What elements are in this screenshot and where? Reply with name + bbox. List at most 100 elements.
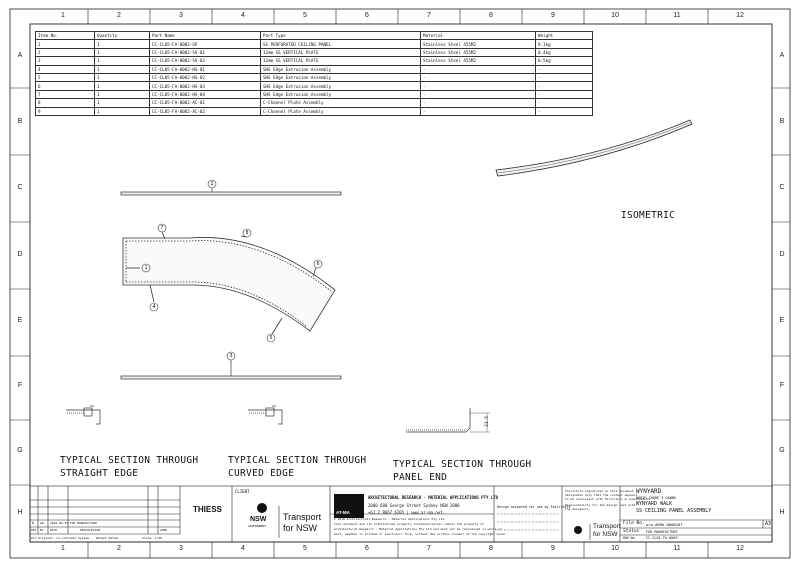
table-cell: 0.4kg <box>535 47 593 58</box>
facilitors-note: designates only that the content appears <box>565 493 638 497</box>
col-label: 9 <box>551 12 555 19</box>
row-label: F <box>17 382 23 389</box>
table-cell: 1 <box>94 106 150 116</box>
row-label: G <box>17 447 23 454</box>
table-cell: SHS Edge Extrusion Assembly <box>260 72 421 83</box>
rev-date: 2018-06-25 <box>50 521 69 525</box>
rev-header: APPD. <box>160 528 170 532</box>
design-accepted-label: Design accepted for use by Facilitors <box>497 505 571 509</box>
table-cell: - <box>420 89 536 100</box>
row-label: A <box>779 52 785 59</box>
row-label: D <box>779 251 785 258</box>
transport-logo-small-2: for NSW <box>593 531 618 538</box>
table-cell: CC-CL05-FA-0002-AC-02 <box>149 106 261 116</box>
table-cell: CC-CL05-FA-0002-SV-01 <box>149 47 261 58</box>
copyright-line: part, whether in printed or electronic f… <box>334 532 508 536</box>
view-label-curved-2: CURVED EDGE <box>228 468 295 479</box>
col-label: 9 <box>551 545 555 552</box>
dwg-no-value: CC-CL01-FA-0003 <box>646 536 678 540</box>
status-value: FOR MANUFACTURE <box>646 530 678 534</box>
table-cell: C-Channel Plate Assembly <box>260 106 421 116</box>
client-label: CLIENT <box>235 489 250 494</box>
table-cell: 5 <box>35 72 95 83</box>
balloons <box>141 179 323 361</box>
table-cell: - <box>535 89 593 100</box>
col-label: 11 <box>673 12 681 19</box>
column-header: Part Name <box>149 30 261 41</box>
facilitors-note: the designers. <box>565 507 591 511</box>
table-cell: 0.5kg <box>535 56 593 66</box>
file-no-value: pro-ARMA-0008187 <box>646 522 683 527</box>
row-label: H <box>17 509 23 516</box>
row-label: E <box>779 317 785 324</box>
copyright-line: This document and its intellectual prope… <box>334 522 484 526</box>
table-cell: 12mm SS VERTICAL PLATE <box>260 56 421 66</box>
balloon-number: 3 <box>229 353 233 359</box>
balloon-number: 2 <box>210 181 214 187</box>
table-cell: 1 <box>94 89 150 100</box>
facilitors-note: Facilitors signatures on this document <box>565 489 634 493</box>
row-label: H <box>779 509 785 516</box>
table-cell: 9.1kg <box>535 39 593 49</box>
col-label: 4 <box>241 12 245 19</box>
col-label: 12 <box>736 12 744 19</box>
transport-logo-small-1: Transport <box>593 523 621 530</box>
row-label: B <box>779 118 785 125</box>
balloon-number: 7 <box>160 225 164 231</box>
col-label: 1 <box>61 12 65 19</box>
table-cell: 1 <box>94 64 150 74</box>
row-label: B <box>17 118 23 125</box>
section-panel-end <box>406 408 490 433</box>
col-label: 8 <box>489 12 493 19</box>
table-cell: 1 <box>94 56 150 66</box>
col-label: 7 <box>427 545 431 552</box>
table-cell: - <box>535 81 593 91</box>
copyright-line: © 2018 Architectural Research · Material… <box>334 517 446 521</box>
transport-logo-line1: Transport <box>283 512 322 522</box>
row-label: G <box>779 447 785 454</box>
rev-header: BY <box>40 528 44 532</box>
col-label: 2 <box>117 12 121 19</box>
column-header: Material <box>420 30 536 41</box>
table-cell: CC-CL05-FA-0002-HS-03 <box>149 81 261 91</box>
waratah-icon <box>257 503 582 534</box>
table-cell: - <box>535 98 593 108</box>
col-label: 6 <box>365 12 369 19</box>
view-label-straight-1: TYPICAL SECTION THROUGH <box>60 455 199 466</box>
table-cell: CC-CL05-FA-0002-HS-01 <box>149 64 261 74</box>
table-cell: 1 <box>94 39 150 49</box>
col-label: 3 <box>179 545 183 552</box>
table-cell: 4 <box>35 64 95 74</box>
weight-datum: Weight Datum: <box>96 536 120 540</box>
project-name: WYNYARD WALK <box>636 501 673 507</box>
scale: Scale: 1:20 <box>142 536 162 540</box>
table-cell: - <box>420 81 536 91</box>
table-cell: 1 <box>94 98 150 108</box>
company-contact: +61 2 8667 6205 | www.ar-ma.net <box>368 510 443 515</box>
file-no-label: File No. <box>623 521 645 526</box>
table-cell: 3 <box>35 56 95 66</box>
col-label: 2 <box>117 545 121 552</box>
table-cell: C-Channel Plate Assembly <box>260 98 421 108</box>
col-label: 11 <box>673 545 681 552</box>
table-cell: SHS Edge Extrusion Assembly <box>260 64 421 74</box>
table-cell: 1 <box>35 39 95 49</box>
panel-plan <box>122 231 336 335</box>
rev-letter: A <box>32 521 35 525</box>
col-label: 10 <box>611 545 619 552</box>
table-cell: Stainless Steel 455M2 <box>420 39 536 49</box>
table-cell: 9 <box>35 106 95 116</box>
view-label-end-2: PANEL END <box>393 472 448 483</box>
table-cell: 6 <box>35 81 95 91</box>
balloon-number: 6 <box>316 261 320 267</box>
dimension-label: 21.5 <box>484 416 490 427</box>
company-name: ARCHITECTURAL RESEARCH · MATERIAL APPLIC… <box>368 495 499 500</box>
